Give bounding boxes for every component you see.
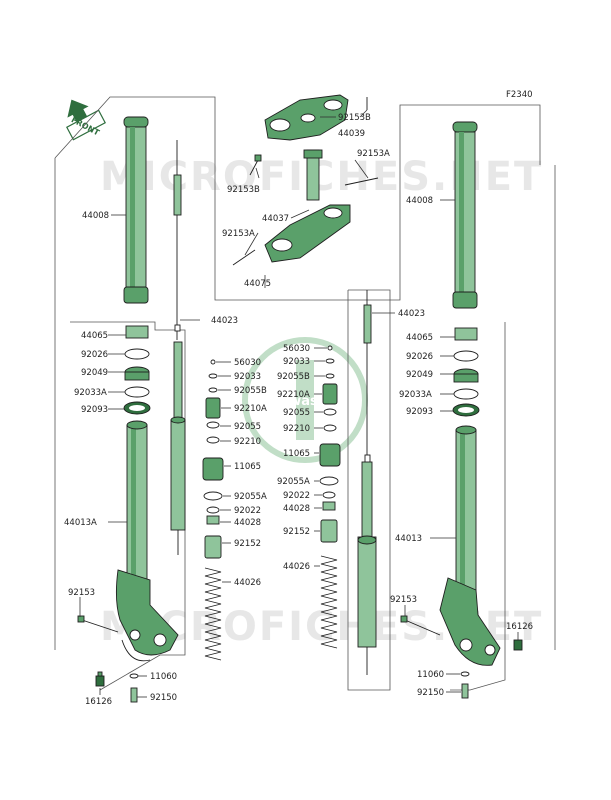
- label-44028-right: 44028: [283, 504, 310, 514]
- label-92049-right: 92049: [406, 370, 433, 380]
- bolt-92153-left: [77, 615, 119, 633]
- label-44037: 44037: [262, 214, 289, 224]
- label-92022-left: 92022: [234, 506, 261, 516]
- label-92055-right: 92055: [283, 408, 310, 418]
- seal-stack-right: [452, 327, 480, 417]
- label-44023-left: 44023: [211, 316, 238, 326]
- label-92210a-right: 92210A: [277, 390, 310, 400]
- label-92210-right: 92210: [283, 424, 310, 434]
- label-92153b-top: 92153B: [338, 113, 371, 123]
- label-92150-left: 92150: [150, 693, 177, 703]
- steering-stem-44037: [232, 149, 351, 266]
- upper-clamp: [264, 94, 368, 141]
- label-92026-right: 92026: [406, 352, 433, 362]
- label-92033a-right: 92033A: [399, 390, 432, 400]
- label-44026-left: 44026: [234, 578, 261, 588]
- frame-left-lower: [70, 321, 186, 691]
- label-92153a-mid: 92153A: [222, 229, 255, 239]
- washer-bolt-right: [460, 671, 470, 699]
- label-16126-left: 16126: [85, 697, 112, 707]
- plug-16126-right: [513, 639, 523, 651]
- label-11065-left: 11065: [234, 462, 261, 472]
- label-16126-right: 16126: [506, 622, 533, 632]
- label-11060-right: 11060: [417, 670, 444, 680]
- outer-tube-left: [123, 116, 149, 304]
- label-44013a: 44013A: [64, 518, 97, 528]
- logo-text: Kawasaki: [270, 394, 339, 409]
- bolt-92153-right: [400, 615, 441, 636]
- label-56030-left: 56030: [234, 358, 261, 368]
- plug-16126-left: [95, 671, 105, 687]
- label-92033-right: 92033: [283, 357, 310, 367]
- label-92049-left: 92049: [81, 368, 108, 378]
- label-92153b-mid: 92153B: [227, 185, 260, 195]
- label-92153-right: 92153: [390, 595, 417, 605]
- label-92152-right: 92152: [283, 527, 310, 537]
- seal-stack-left: [123, 325, 151, 415]
- bolt-92153b-mid: [249, 154, 262, 176]
- internals-left: [202, 359, 224, 661]
- label-44008-right: 44008: [406, 196, 433, 206]
- label-92055b-right: 92055B: [277, 372, 310, 382]
- label-92033-left: 92033: [234, 372, 261, 382]
- label-44026-right: 44026: [283, 562, 310, 572]
- label-92033a-left: 92033A: [74, 388, 107, 398]
- label-92055a-left: 92055A: [234, 492, 267, 502]
- label-92022-right: 92022: [283, 491, 310, 501]
- label-92093-right: 92093: [406, 407, 433, 417]
- label-44013: 44013: [395, 534, 422, 544]
- kawasaki-logo: Kawasaki: [242, 337, 368, 463]
- label-44028-left: 44028: [234, 518, 261, 528]
- outer-tube-right: [452, 121, 478, 309]
- internals-right: [319, 345, 341, 649]
- watermark-top: MICROFICHES.NET: [100, 154, 543, 200]
- leader-lines: [79, 109, 519, 698]
- label-44008-left: 44008: [82, 211, 109, 221]
- label-92093-left: 92093: [81, 405, 108, 415]
- label-92055a-right: 92055A: [277, 477, 310, 487]
- label-92150-right: 92150: [417, 688, 444, 698]
- label-11060-left: 11060: [150, 672, 177, 682]
- label-92153-left: 92153: [68, 588, 95, 598]
- label-92026-left: 92026: [81, 350, 108, 360]
- damper-rod-right: [357, 290, 377, 675]
- label-44023-right: 44023: [398, 309, 425, 319]
- bolt-92153a-top: [344, 177, 379, 186]
- label-92153a-top: 92153A: [357, 149, 390, 159]
- label-44065-left: 44065: [81, 331, 108, 341]
- inner-tube-right: [439, 425, 501, 666]
- washer-bolt-left: [129, 673, 139, 703]
- label-92152-left: 92152: [234, 539, 261, 549]
- part-labels: 44008 44023 44065 92026 92049 92033A 920…: [64, 113, 533, 707]
- label-11065-right: 11065: [283, 449, 310, 459]
- label-44065-right: 44065: [406, 333, 433, 343]
- diagram-code: F2340: [506, 90, 533, 100]
- frame-left-upper: [54, 96, 541, 301]
- label-92210a-left: 92210A: [234, 404, 267, 414]
- frame-right-lower: [450, 322, 506, 691]
- label-92055-left: 92055: [234, 422, 261, 432]
- frame-center-rod: [347, 289, 391, 691]
- label-92055b-left: 92055B: [234, 386, 267, 396]
- label-92210-left: 92210: [234, 437, 261, 447]
- front-arrow-icon: FRONT: [66, 99, 106, 141]
- inner-tube-left: [115, 420, 179, 662]
- damper-rod-left: [170, 140, 186, 555]
- label-56030-right: 56030: [283, 344, 310, 354]
- label-44075: 44075: [244, 279, 271, 289]
- label-44039: 44039: [338, 129, 365, 139]
